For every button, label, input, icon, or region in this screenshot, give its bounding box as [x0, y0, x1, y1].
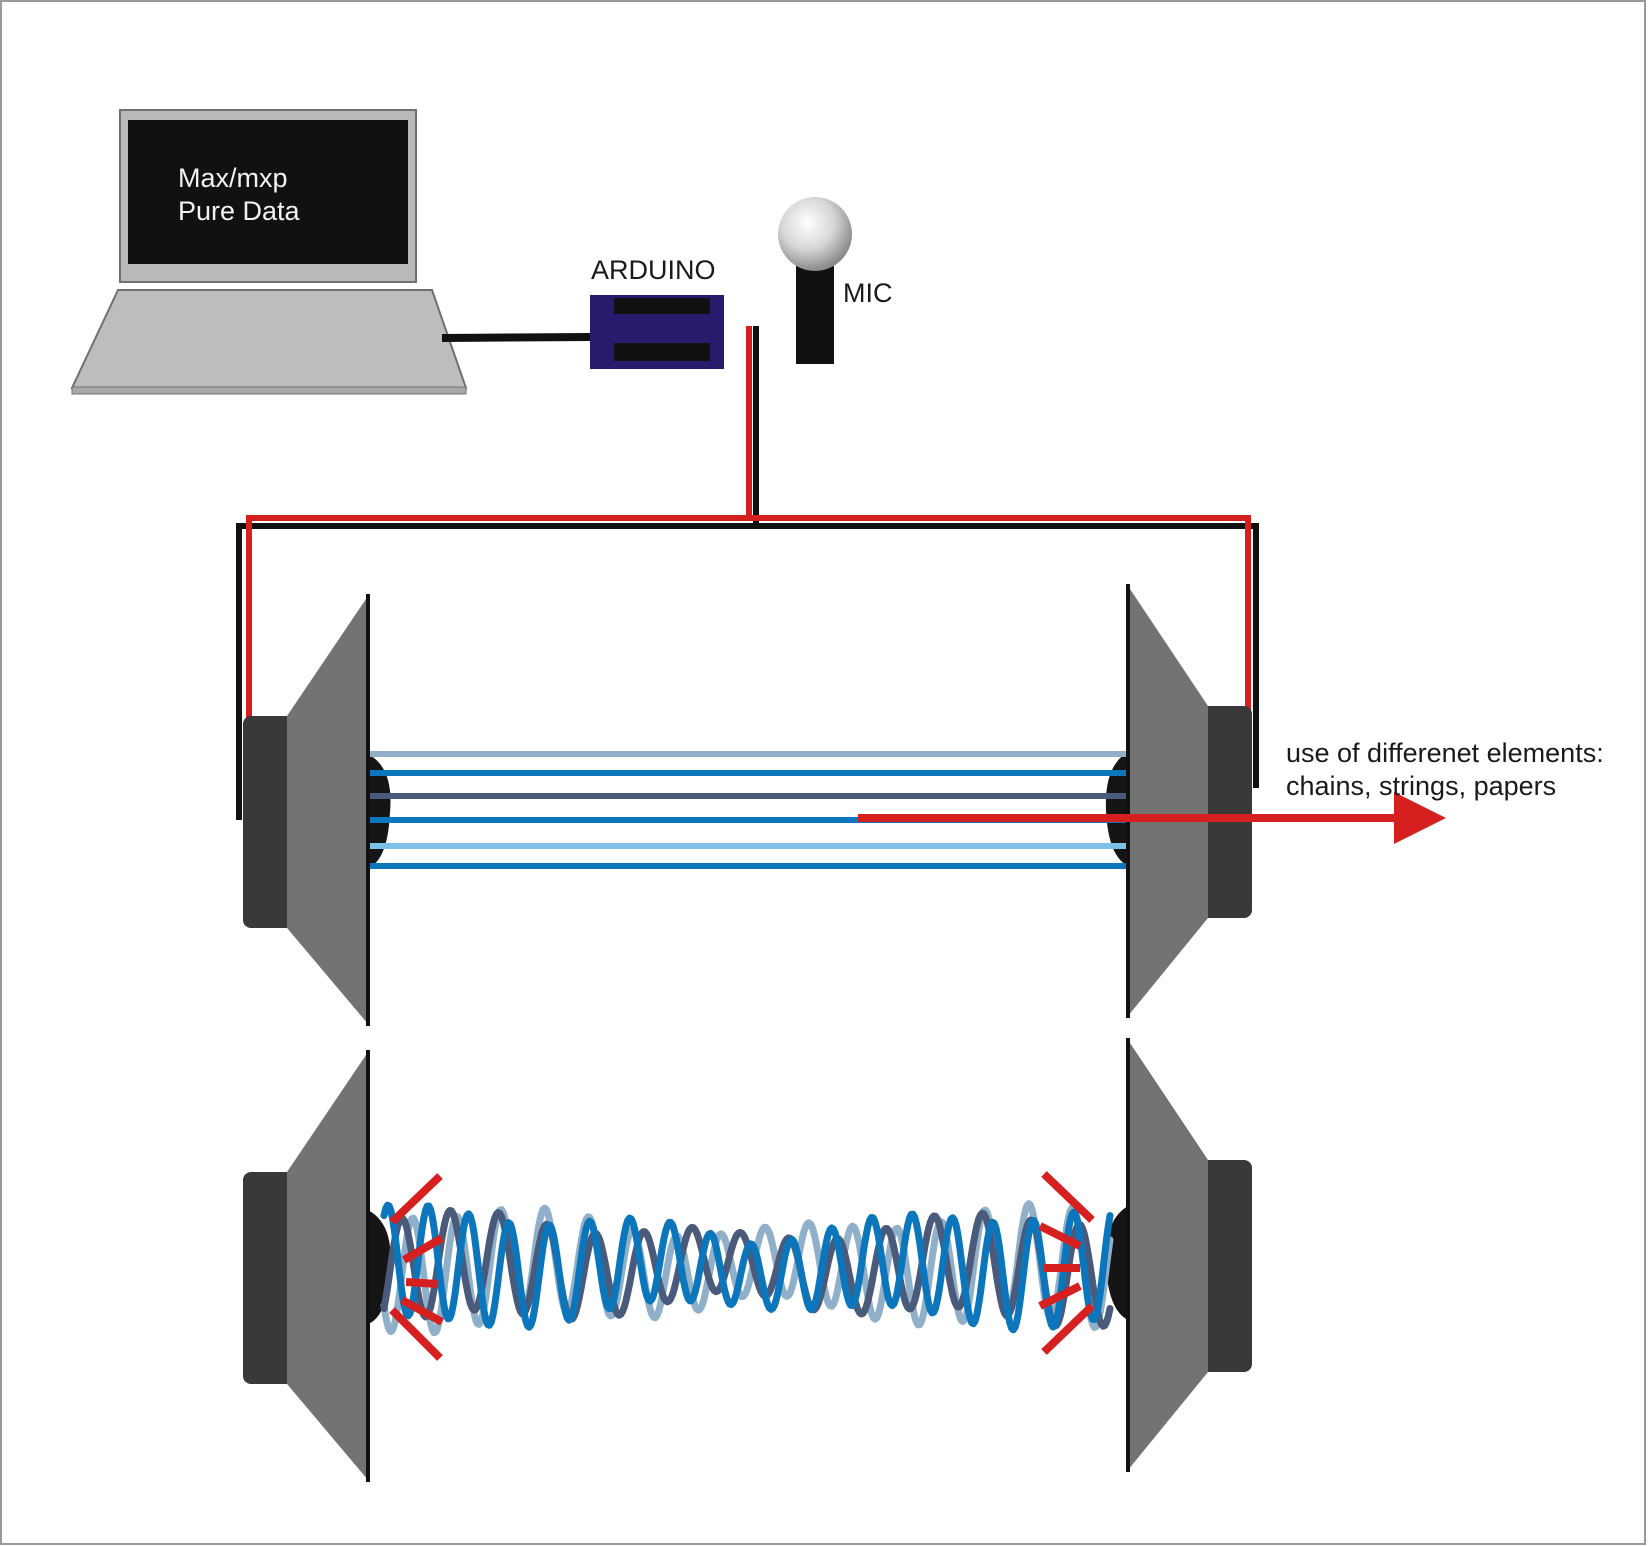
laptop-base: [70, 289, 468, 389]
vibration-mark: [389, 1307, 443, 1361]
speaker-cone: [1128, 1040, 1208, 1470]
laptop: Max/mxp Pure Data: [70, 109, 468, 395]
arrow-head: [1394, 792, 1446, 844]
arduino-board: ARDUINO: [590, 255, 724, 369]
note-line-2: chains, strings, papers: [1286, 771, 1556, 801]
screen-label-max: Max/mxp: [178, 163, 288, 193]
vibration-mark: [405, 1278, 439, 1288]
vibration-marks-right: [1038, 1171, 1095, 1355]
vibration-mark: [1038, 1282, 1082, 1310]
speaker-top-right: [1105, 584, 1252, 1018]
strings-at-rest: [370, 751, 1126, 869]
speaker-dome: [1105, 1206, 1128, 1320]
microphone: MIC: [778, 197, 893, 364]
red-wire: [246, 515, 1251, 828]
vibration-mark: [389, 1173, 443, 1225]
arduino-header-bottom: [614, 343, 710, 361]
speaker-cone: [1128, 586, 1208, 1016]
mic-head: [778, 197, 852, 271]
speaker-top-left: [243, 594, 391, 1026]
vibration-mark: [400, 1296, 444, 1326]
laptop-base-edge: [71, 386, 467, 395]
usb-cable: [441, 333, 593, 342]
speaker-cone: [287, 596, 368, 1024]
speaker-dome: [368, 754, 391, 868]
red-arrow: [858, 792, 1446, 844]
speaker-bottom-left: [243, 1050, 391, 1482]
laptop-screen: [128, 120, 408, 264]
vibrating-string: [380, 1201, 1114, 1334]
speaker-wiring: [236, 326, 1259, 828]
speaker-dome: [1105, 752, 1128, 866]
mic-label: MIC: [843, 278, 893, 308]
arduino-label: ARDUINO: [591, 255, 716, 285]
note-line-1: use of differenet elements:: [1286, 738, 1604, 768]
vibration-mark: [1041, 1171, 1095, 1223]
speaker-bottom-right: [1105, 1038, 1252, 1472]
strings-vibrating: [380, 1200, 1114, 1337]
vibration-mark: [1041, 1303, 1095, 1355]
mic-handle: [796, 258, 834, 364]
vibration-mark: [1038, 1222, 1082, 1250]
vibration-marks-left: [389, 1173, 445, 1361]
arduino-header-top: [614, 298, 710, 314]
vibration-mark: [401, 1234, 445, 1264]
screen-label-puredata: Pure Data: [178, 196, 301, 226]
black-wire: [236, 523, 1259, 820]
speaker-cone: [287, 1052, 368, 1480]
